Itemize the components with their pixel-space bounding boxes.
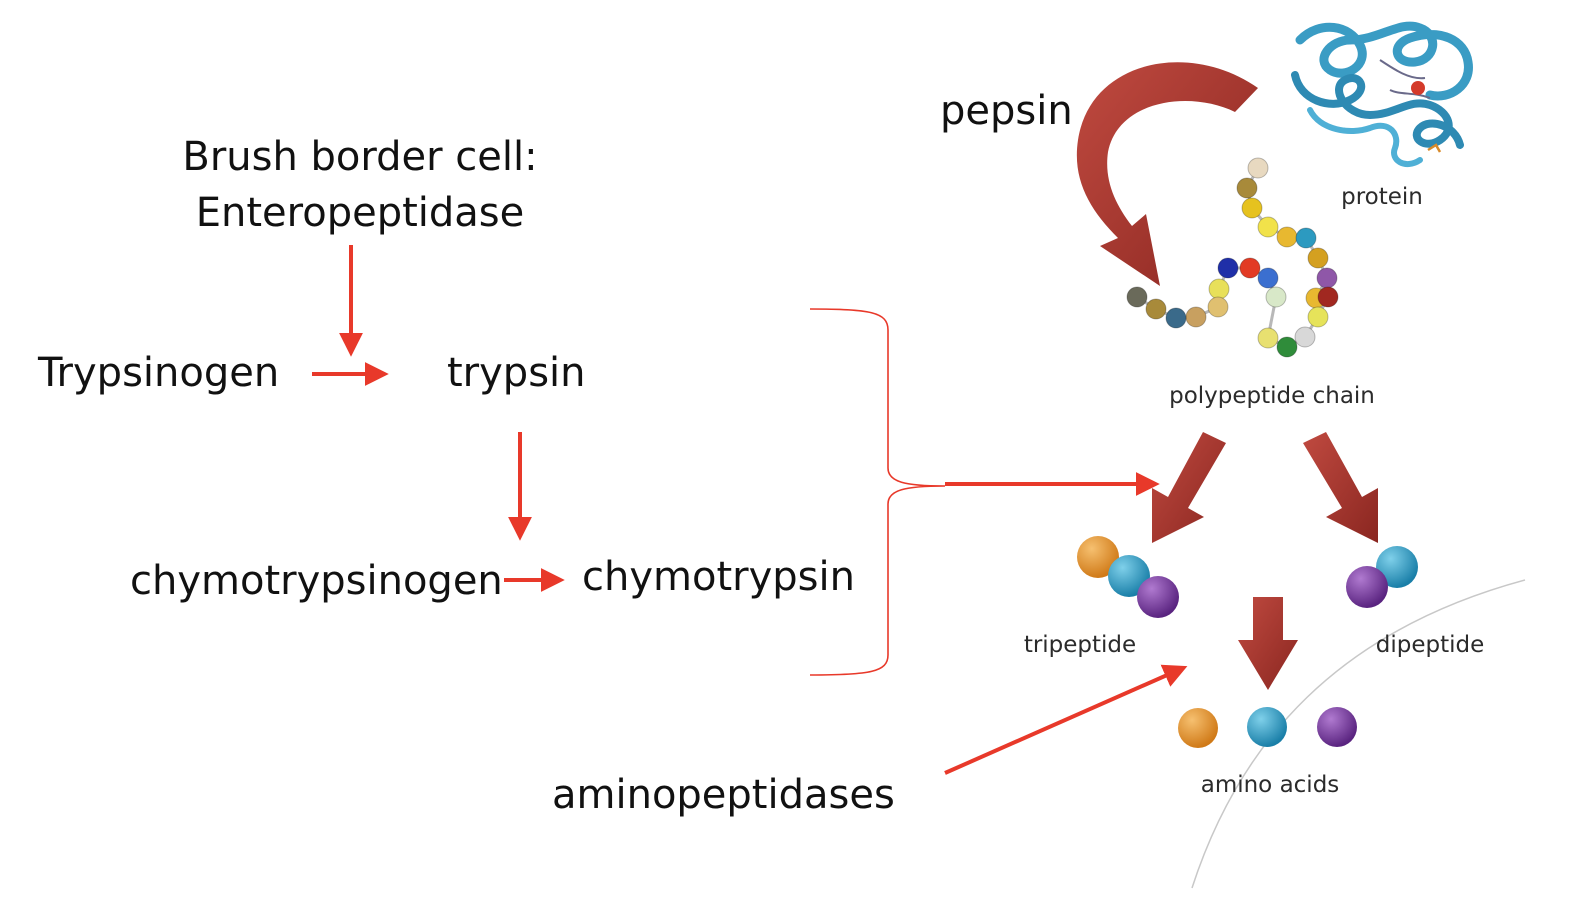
to-tripeptide-arrow (1152, 432, 1226, 543)
brush-border-label: Brush border cell: (182, 134, 537, 180)
tripeptide-icon (1077, 536, 1179, 618)
pepsin-label: pepsin (940, 88, 1073, 134)
amino-acid-bead (1241, 197, 1263, 219)
amino-acid-bead (1265, 286, 1287, 308)
amino-acid-bead (1236, 177, 1258, 199)
amino-acid-bead (1307, 306, 1329, 328)
to-dipeptide-arrow (1303, 432, 1378, 543)
enteropeptidase-label: Enteropeptidase (196, 190, 525, 236)
dipeptide-icon (1346, 546, 1418, 608)
amino-acid-bead (1307, 247, 1329, 269)
amino-acid-bead (1276, 226, 1298, 248)
amino-acids-icon (1178, 707, 1357, 748)
chymotrypsin-label: chymotrypsin (582, 554, 855, 600)
membrane-curve (1191, 579, 1526, 889)
amino-acid-bead (1257, 216, 1279, 238)
curly-brace (809, 308, 946, 676)
polypeptide-backbone (1136, 167, 1331, 349)
dipeptide-label: dipeptide (1376, 632, 1485, 658)
amino-acid-bead (1294, 326, 1316, 348)
amino-acid-bead (1257, 267, 1279, 289)
amino-acid-bead (1317, 286, 1339, 308)
amino-acid-bead (1247, 157, 1269, 179)
amino-acid-bead (1257, 327, 1279, 349)
amino-acid-bead (1145, 298, 1167, 320)
chymotrypsinogen-label: chymotrypsinogen (130, 558, 503, 604)
amino-acid-bead (1207, 296, 1229, 318)
amino-acid-bead (1217, 257, 1239, 279)
protein-label: protein (1341, 184, 1423, 210)
amino-acid-bead (1276, 336, 1298, 358)
polypeptide-chain-label: polypeptide chain (1169, 383, 1375, 409)
trypsin-label: trypsin (447, 350, 586, 396)
protein-structure-icon (1291, 21, 1473, 168)
amino-acid-bead (1165, 307, 1187, 329)
amino-acid-bead (1126, 286, 1148, 308)
amino-acid-bead (1185, 306, 1207, 328)
aminopeptidases-arrow (944, 664, 1188, 775)
amino-acid-bead (1239, 257, 1261, 279)
pepsin-arrow (1076, 62, 1258, 286)
trypsinogen-label: Trypsinogen (37, 350, 279, 396)
amino-acid-bead (1316, 267, 1338, 289)
to-amino-acids-arrow (1238, 597, 1298, 690)
aminopeptidases-label: aminopeptidases (552, 772, 895, 818)
polypeptide-chain-icon (1126, 157, 1339, 358)
amino-acids-label: amino acids (1201, 772, 1340, 798)
tripeptide-label: tripeptide (1024, 632, 1136, 658)
amino-acid-bead (1295, 227, 1317, 249)
amino-acid-bead (1208, 278, 1230, 300)
